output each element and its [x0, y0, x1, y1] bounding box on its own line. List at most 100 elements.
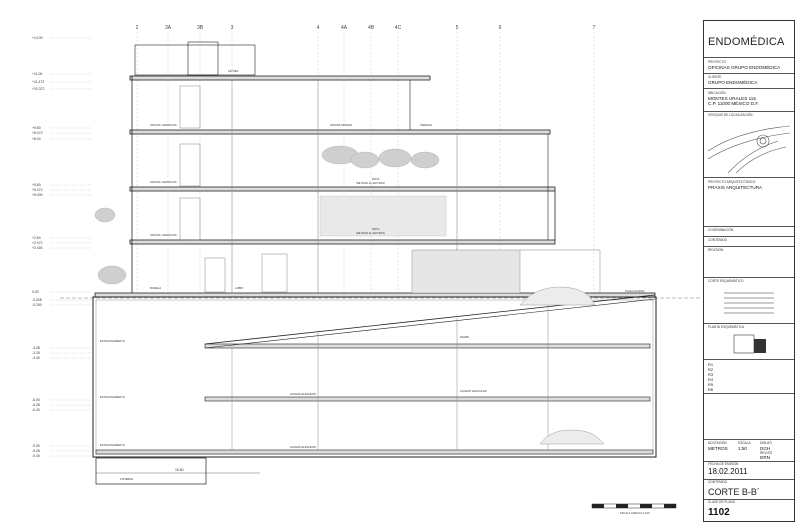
escala-value: 1:50 — [738, 446, 747, 451]
svg-text:(DE PASO AL ESTUDIO): (DE PASO AL ESTUDIO) — [356, 231, 385, 235]
dibujo-value: DGH — [760, 446, 771, 451]
escala-label: ESCALA — [738, 441, 751, 445]
axis-label: 3 — [231, 25, 234, 31]
scale-bar: ESCALA GRÁFICA 1:100 — [591, 503, 677, 515]
level-label: -9.40 — [32, 454, 40, 458]
level-label: +8.472 — [32, 131, 43, 135]
svg-text:ACCESO ELEVADOR: ACCESO ELEVADOR — [290, 445, 316, 449]
location-map — [708, 125, 790, 173]
level-label: 0.00 — [32, 290, 39, 294]
upper-building — [94, 41, 656, 298]
sheet-content: CORTE B-B´ — [708, 487, 760, 497]
svg-text:(DE PASO AL ESTUDIO): (DE PASO AL ESTUDIO) — [356, 181, 385, 185]
revisions-list: R1 R2 R3 R4 R5 R6 — [708, 362, 714, 392]
schematic-section — [724, 292, 774, 314]
revision-label: REVISIÓN — [708, 248, 724, 252]
level-label: +9.80 — [32, 126, 41, 130]
ubicacion-line1: MONTES URALES 115 — [708, 96, 756, 101]
acotacion-value: METROS — [708, 446, 728, 451]
tree-canopy — [94, 145, 447, 285]
sheet-number: 1102 — [708, 507, 730, 518]
acotacion-label: ACOTACIÓN — [708, 441, 727, 445]
level-label: +5.80 — [32, 183, 41, 187]
level-label: +5.472 — [32, 188, 43, 192]
svg-text:PATIO: PATIO — [372, 227, 379, 231]
level-label: +10.372 — [32, 87, 44, 91]
contenido-label: CONTENIDO — [708, 238, 728, 242]
cliente-value: GRUPO ENDOMÉDICA — [708, 80, 758, 85]
level-label: -3.08 — [32, 346, 40, 350]
fecha-label: FECHA DE EMISIÓN — [708, 462, 739, 466]
fecha-value: 18.02.2011 — [708, 467, 748, 476]
brand-logo: ENDOMÉDICA — [708, 36, 785, 48]
svg-text:ESTACIONAMIENTO: ESTACIONAMIENTO — [100, 395, 125, 399]
svg-text:CISTERNA: CISTERNA — [120, 477, 133, 481]
svg-text:PLAZA ACCESO: PLAZA ACCESO — [625, 289, 645, 293]
svg-text:AZOTEA: AZOTEA — [228, 69, 239, 73]
level-label: -9.00 — [32, 444, 40, 448]
svg-text:PATIO: PATIO — [372, 177, 379, 181]
svg-text:ACCESO VEHICULAR: ACCESO VEHICULAR — [460, 389, 487, 393]
cliente-label: CLIENTE — [708, 75, 722, 79]
level-guides: +14.00+11.00+11.472+10.372+9.80+8.472+8.… — [32, 36, 92, 458]
axis-label: 6 — [499, 25, 502, 31]
proyecto-label: PROYECTO — [708, 60, 726, 64]
level-label: -3.40 — [32, 356, 40, 360]
svg-text:ACCESO ELEVADOR: ACCESO ELEVADOR — [290, 392, 316, 396]
clave-label: CLAVE DE PLANO — [708, 500, 736, 504]
corte-label: CORTE ESQUEMÁTICO — [708, 279, 744, 283]
axis-label: 4B — [368, 25, 375, 31]
level-label: -6.00 — [32, 398, 40, 402]
level-label: -9.28 — [32, 449, 40, 453]
bottom-dimension: 15.80 — [175, 468, 184, 472]
axis-labels: 2 3A 3B 3 4 4A 4B 4C 5 6 7 — [136, 25, 596, 31]
level-label: +11.472 — [32, 80, 44, 84]
svg-text:ESTACIONAMIENTO: ESTACIONAMIENTO — [100, 443, 125, 447]
axis-label: 4C — [395, 25, 402, 31]
title-block: ENDOMÉDICA PROYECTO OFICINAS GRUPO ENDOM… — [703, 20, 795, 522]
proyecto-arq-value: PRAXIS ARQUITECTURA — [708, 185, 763, 190]
svg-text:ESTACIONAMIENTO: ESTACIONAMIENTO — [100, 339, 125, 343]
dibujo-label: DIBUJÓ — [760, 441, 772, 445]
coordinacion-label: COORDINACIÓN — [708, 228, 734, 232]
proyecto-value: OFICINAS GRUPO ENDOMÉDICA — [708, 65, 781, 70]
ubicacion-line2: C.P. 11000 MÉXICO D.F. — [708, 101, 759, 106]
planta-label: PLANTA ESQUEMÁTICA — [708, 325, 745, 329]
svg-text:RAMPA: RAMPA — [460, 335, 469, 339]
axis-label: 4A — [341, 25, 348, 31]
axis-label: 5 — [456, 25, 459, 31]
level-label: -0.028 — [32, 298, 42, 302]
svg-text:LOBBY: LOBBY — [235, 286, 244, 290]
axis-label: 4 — [317, 25, 320, 31]
reviso-label: REVISÓ — [760, 451, 773, 455]
level-label: -6.40 — [32, 408, 40, 412]
level-label: -0.200 — [32, 303, 42, 307]
contenido2-label: CONTENIDO — [708, 480, 728, 484]
level-label: +5.400 — [32, 193, 43, 197]
ubicacion-label: UBICACIÓN — [708, 91, 726, 95]
level-label: +11.00 — [32, 72, 42, 76]
croquis-label: CROQUIS DE LOCALIZACIÓN — [708, 113, 753, 117]
axis-label: 7 — [593, 25, 596, 31]
axis-label: 3B — [197, 25, 204, 31]
level-label: -3.25 — [32, 351, 40, 355]
proyecto-arq-label: PROYECTO ARQUITECTÓNICO — [708, 180, 756, 184]
level-label: -6.28 — [32, 403, 40, 407]
schematic-plan — [733, 334, 766, 354]
svg-text:OFICINA / SERVICIOS: OFICINA / SERVICIOS — [150, 233, 177, 237]
svg-text:TERRAZA: TERRAZA — [420, 123, 432, 127]
reviso-value: DRN — [760, 455, 770, 460]
basement — [92, 294, 657, 485]
svg-text:OFICINA / SERVICIOS: OFICINA / SERVICIOS — [150, 123, 177, 127]
svg-text:BODEGA: BODEGA — [150, 286, 161, 290]
svg-text:OFICINA / SERVICIOS: OFICINA / SERVICIOS — [150, 180, 177, 184]
axis-label: 3A — [165, 25, 172, 31]
svg-text:OFICINA PRIVADA: OFICINA PRIVADA — [330, 123, 353, 127]
axis-label: 2 — [136, 25, 139, 31]
level-label: +8.40 — [32, 137, 41, 141]
room-labels: AZOTEA OFICINA / SERVICIOS OFICINA PRIVA… — [100, 69, 645, 481]
svg-text:ESCALA GRÁFICA 1:100: ESCALA GRÁFICA 1:100 — [620, 511, 650, 515]
level-label: +2.80 — [32, 236, 41, 240]
car-silhouettes — [519, 286, 605, 445]
level-label: +2.472 — [32, 241, 43, 245]
